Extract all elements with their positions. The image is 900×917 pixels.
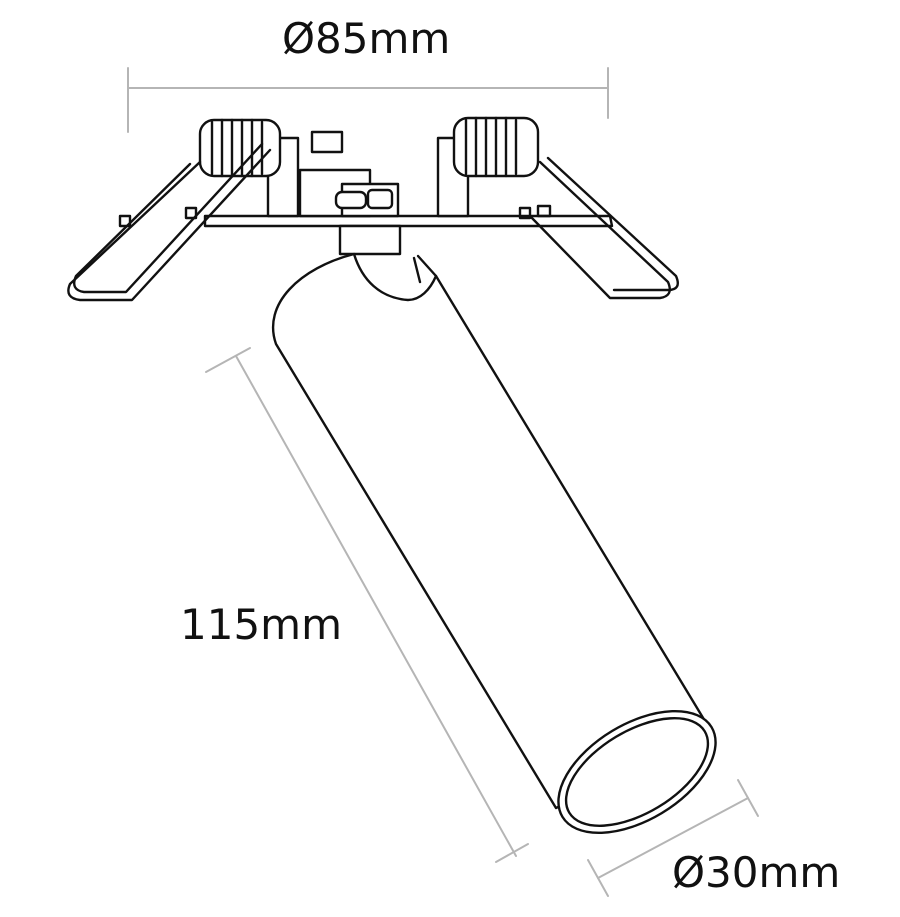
- mounting-plate: [118, 130, 614, 256]
- dim-diameter: [597, 797, 749, 879]
- label-tube-diameter: Ø30mm: [672, 848, 841, 897]
- clip-right: [528, 156, 679, 300]
- clip-left: [67, 142, 272, 302]
- dim-length: [235, 355, 517, 857]
- spotlight-tube: [271, 252, 717, 835]
- tube-opening: [557, 709, 717, 835]
- dimension-lines: [127, 67, 759, 897]
- label-length: 115mm: [180, 600, 342, 649]
- spring-right: [452, 116, 540, 178]
- label-top-width: Ø85mm: [282, 14, 451, 63]
